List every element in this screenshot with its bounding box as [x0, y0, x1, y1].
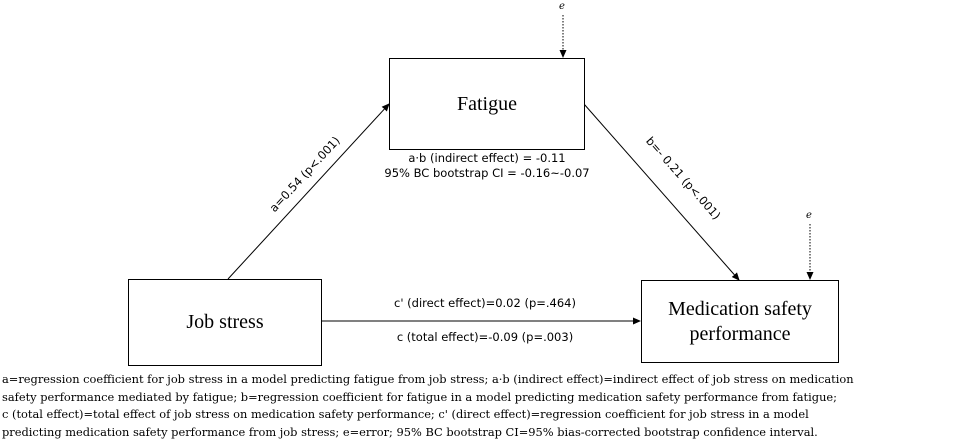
job-stress-label: Job stress: [186, 311, 264, 333]
indirect-effect-line: a·b (indirect effect) = -0.11: [408, 151, 566, 165]
bootstrap-ci-line: 95% BC bootstrap CI = -0.16~-0.07: [384, 166, 590, 180]
footnote-line: a=regression coefficient for job stress …: [2, 372, 854, 386]
path-c-prime-label: c' (direct effect)=0.02 (p=.464): [394, 296, 576, 310]
medication-label-line1: Medication safety: [668, 297, 812, 320]
footnote-line: safety performance mediated by fatigue; …: [2, 389, 837, 404]
fatigue-label: Fatigue: [457, 92, 517, 115]
fatigue-box: Fatigue: [389, 58, 585, 150]
footnote-line: c (total effect)=total effect of job str…: [2, 407, 809, 421]
job-stress-box: Job stress: [128, 279, 322, 366]
error-label-fatigue: e: [559, 1, 565, 12]
arrow-a: [227, 103, 390, 280]
path-c-label: c (total effect)=-0.09 (p=.003): [396, 330, 574, 344]
arrow-b: [583, 103, 740, 281]
error-label-medication: e: [806, 210, 812, 221]
medication-safety-box: Medication safety performance: [641, 280, 839, 363]
footnote-line: predicting medication safety performance…: [2, 424, 818, 439]
medication-label-line2: performance: [689, 322, 791, 345]
figure-footnote: a=regression coefficient for job stress …: [2, 371, 964, 441]
